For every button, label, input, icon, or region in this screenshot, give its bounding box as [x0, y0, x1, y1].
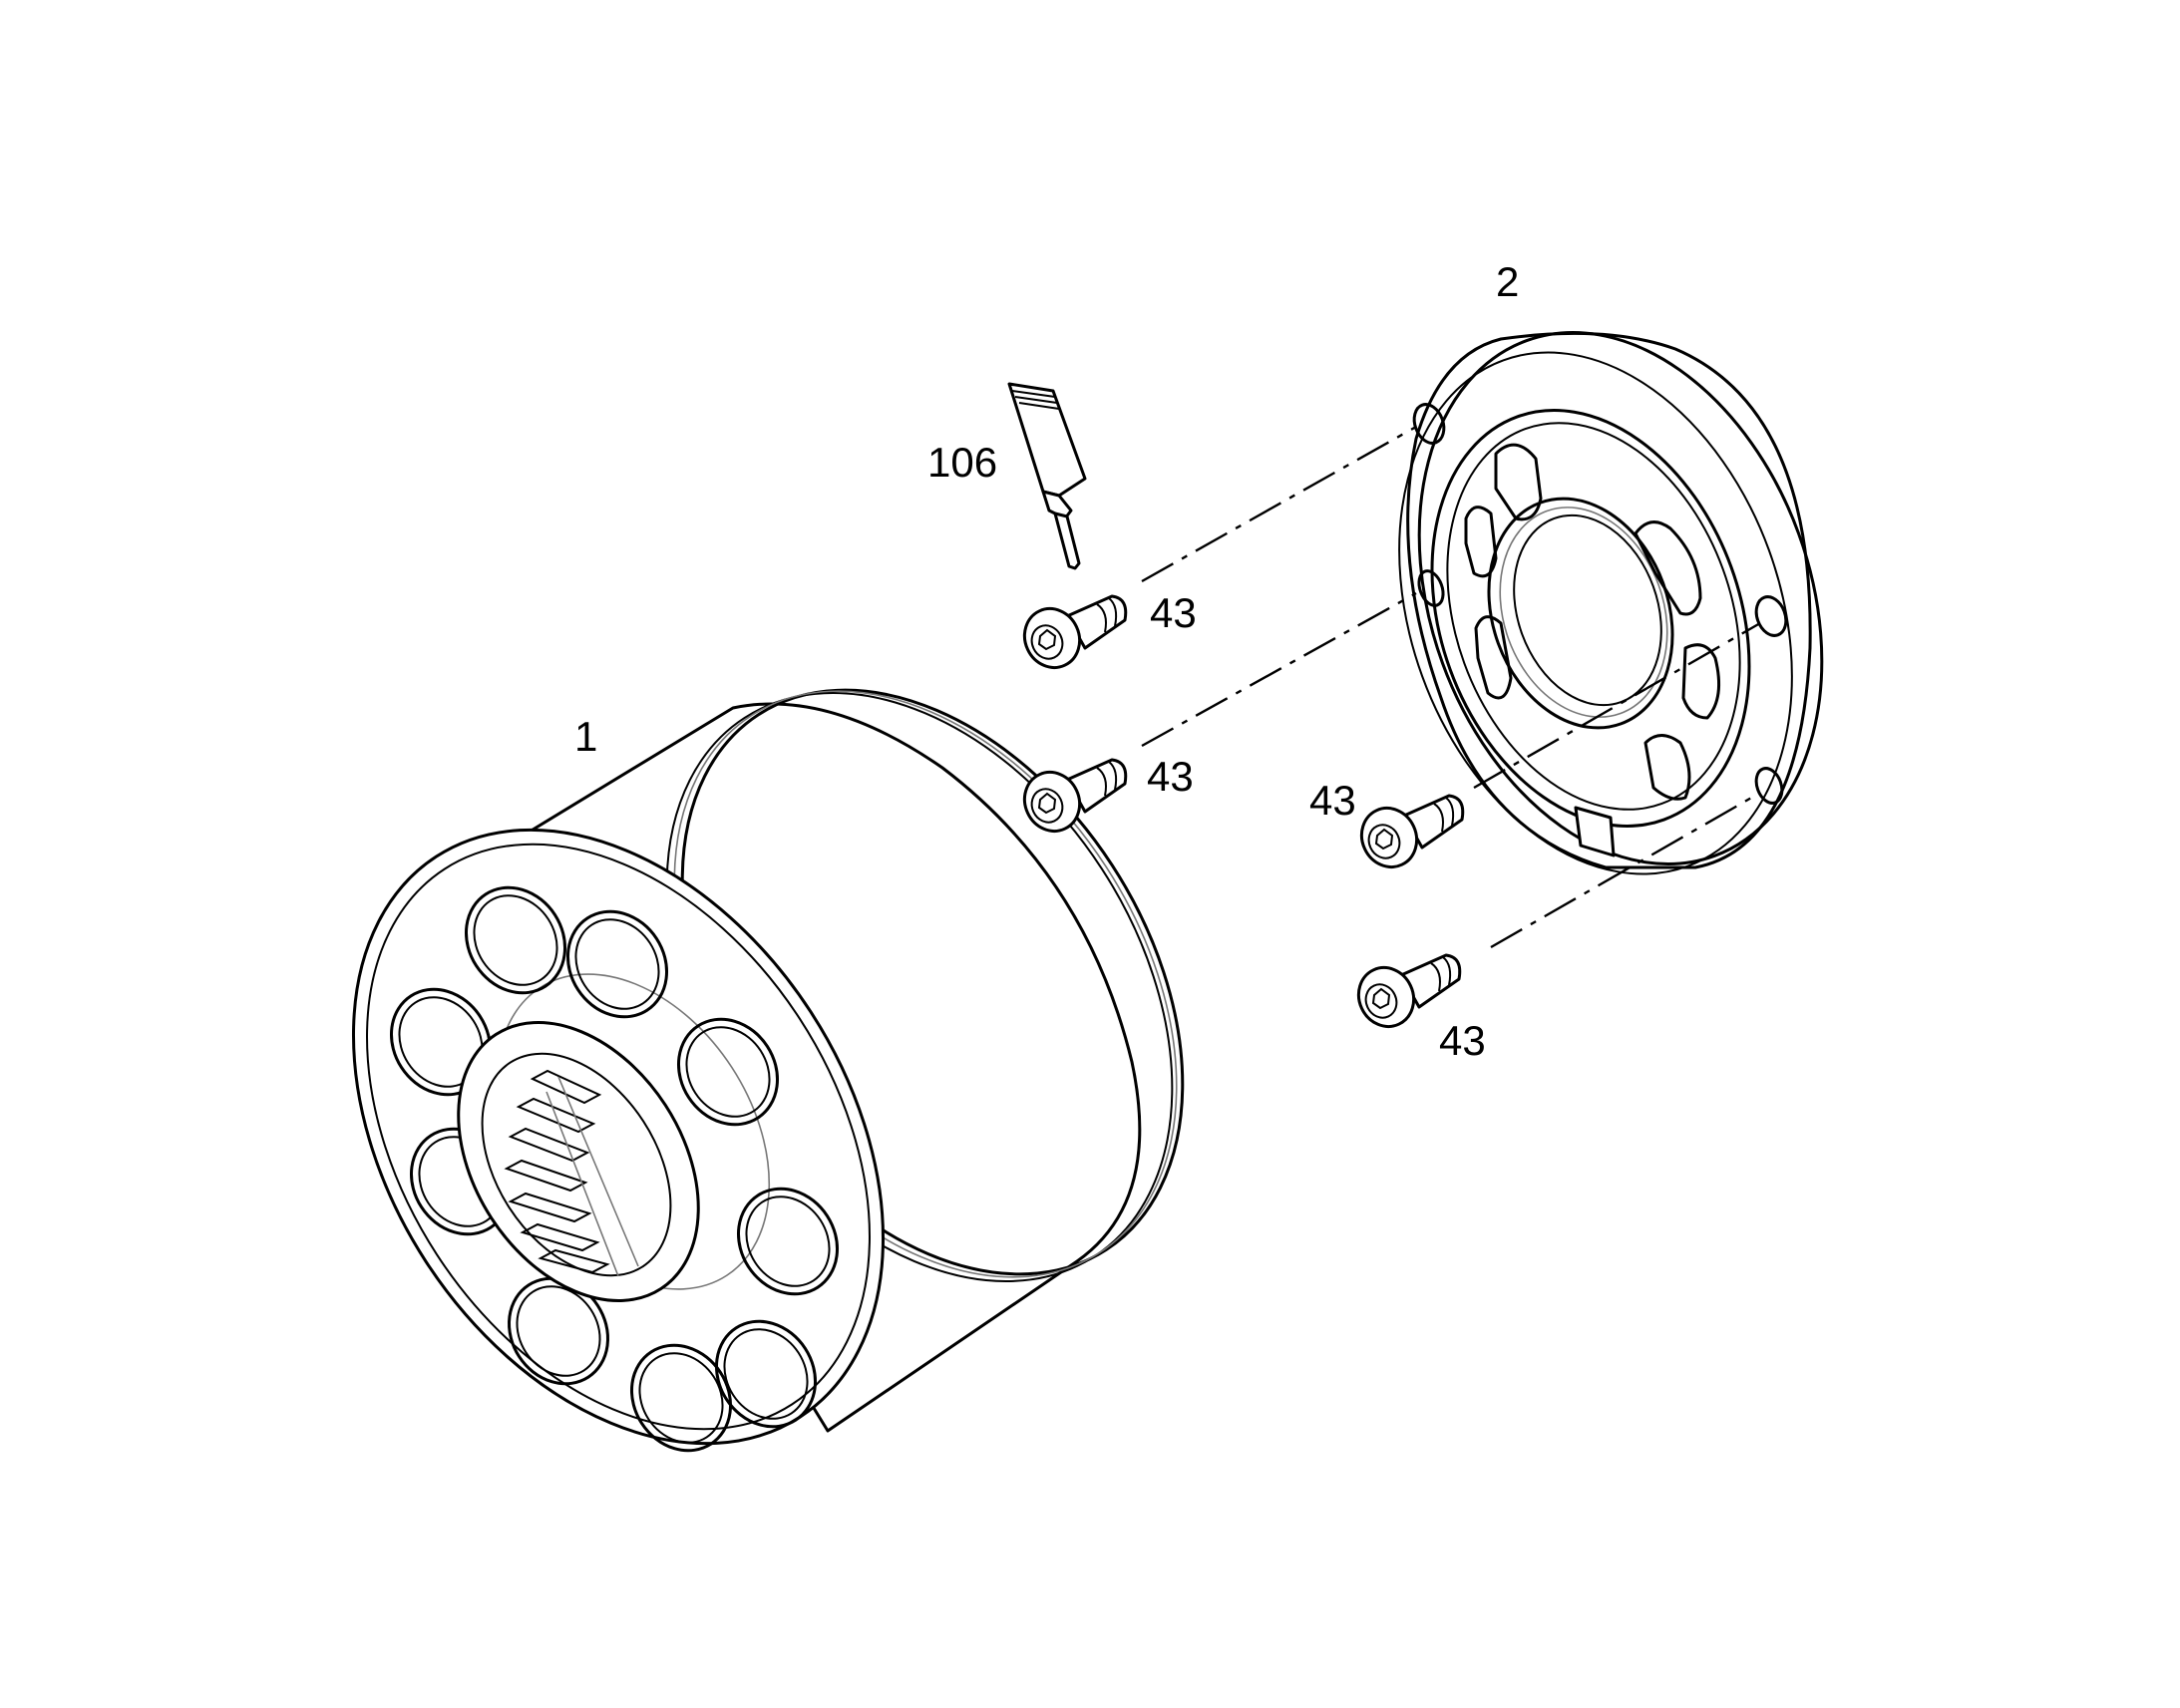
cylinder-block — [351, 688, 1185, 1453]
screw-a-icon — [1022, 594, 1128, 669]
callout-sealant-tube: 106 — [927, 439, 997, 486]
assembly-lines — [1141, 425, 1761, 949]
screw-b-icon — [1022, 758, 1128, 833]
screw-d-icon — [1356, 953, 1462, 1028]
splined-bore — [457, 1021, 700, 1302]
callout-screw-c: 43 — [1309, 777, 1356, 824]
callout-control-plate: 2 — [1496, 258, 1519, 305]
control-plate — [1398, 331, 1824, 875]
callout-screw-d: 43 — [1439, 1017, 1486, 1064]
callout-screw-b: 43 — [1147, 753, 1194, 800]
callout-screw-a: 43 — [1150, 589, 1197, 636]
callout-cylinder-block: 1 — [574, 713, 597, 760]
screw-c-icon — [1359, 794, 1465, 868]
sealant-tube-icon — [1007, 382, 1087, 570]
